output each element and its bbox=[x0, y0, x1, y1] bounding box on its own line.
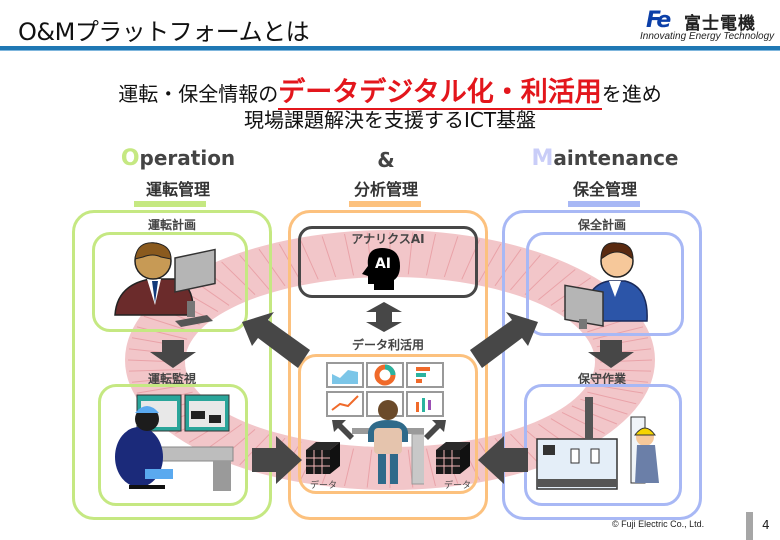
analytics-ai-label: アナリクスAI bbox=[351, 232, 425, 246]
analysis-panel bbox=[288, 210, 488, 520]
chart-line-icon bbox=[326, 391, 364, 417]
up-right-arrow-icon bbox=[424, 420, 446, 440]
ring-tick bbox=[538, 269, 576, 301]
ring-tick bbox=[344, 233, 355, 276]
headline-line2: 現場課題解決を支援するICT基盤 bbox=[243, 108, 537, 132]
analysis-amp: & bbox=[377, 148, 395, 172]
ring-tick bbox=[239, 254, 270, 291]
copyright: © Fuji Electric Co., Ltd. bbox=[612, 519, 705, 529]
ring-tick bbox=[599, 369, 652, 372]
ai-badge: AI bbox=[374, 256, 392, 272]
ring-tick bbox=[425, 233, 436, 276]
operator-at-pc-icon bbox=[114, 242, 216, 327]
operation-plan-label: 運転計画 bbox=[147, 218, 196, 232]
ring-tick bbox=[478, 243, 502, 283]
maintenance-heading: Maintenance bbox=[520, 146, 690, 171]
analysis-bar bbox=[349, 201, 421, 207]
operation-monitor-label: 運転監視 bbox=[147, 372, 196, 386]
analysis-subtitle: 分析管理 bbox=[353, 180, 418, 199]
ring-tick bbox=[596, 376, 649, 383]
headline-highlight: データデジタル化・利活用 bbox=[278, 77, 602, 110]
maintenance-rest: aintenance bbox=[553, 146, 679, 170]
footer-divider bbox=[746, 512, 753, 540]
ring-tick bbox=[299, 239, 319, 280]
maintenance-plan-card bbox=[526, 232, 684, 336]
data-label-right: データ bbox=[444, 481, 472, 491]
ring-tick bbox=[321, 236, 337, 278]
arrow-to-maintenance-icon bbox=[470, 312, 538, 368]
chart-candlestick-icon bbox=[406, 391, 444, 417]
maintenance-plan-label: 保全計画 bbox=[577, 218, 626, 232]
engineer-at-pc-icon bbox=[564, 242, 648, 329]
operation-plan-card bbox=[92, 232, 248, 332]
analytics-ai-card bbox=[298, 226, 478, 298]
data-utilization-card bbox=[298, 354, 478, 494]
ring-tick bbox=[128, 369, 181, 372]
dashboard-panels bbox=[326, 362, 444, 417]
analysis-heading: & bbox=[326, 148, 446, 172]
company-logo: Fe 富士電機 Innovating Energy Technology bbox=[640, 8, 776, 44]
ring-tick bbox=[221, 261, 256, 295]
arrow-from-maintenance-icon bbox=[478, 436, 528, 484]
data-cube-left-icon bbox=[306, 442, 340, 474]
ai-head-icon bbox=[362, 248, 400, 290]
ring-tick bbox=[344, 448, 355, 487]
ring-tick bbox=[561, 412, 605, 434]
data-label-left: データ bbox=[310, 481, 338, 491]
ring-tick bbox=[366, 449, 373, 488]
chart-bar-icon bbox=[406, 362, 444, 388]
fe-logo-icon: Fe bbox=[646, 8, 671, 33]
ring-tick bbox=[136, 326, 188, 340]
ring-tick bbox=[258, 248, 286, 287]
ring-band bbox=[125, 230, 655, 490]
analyst-at-desk-icon bbox=[352, 400, 424, 485]
ring-tick bbox=[425, 448, 436, 487]
ring-tick bbox=[587, 391, 637, 405]
ring-tick bbox=[443, 236, 459, 278]
maintenance-panel bbox=[502, 210, 702, 520]
down-arrow-icon-right bbox=[588, 340, 634, 368]
field-worker-machinery-icon bbox=[536, 397, 659, 490]
control-room-operator-icon bbox=[115, 394, 234, 491]
operation-cap: O bbox=[120, 146, 140, 171]
maintenance-bar bbox=[568, 201, 640, 207]
headline-prefix: 運転・保全情報の bbox=[118, 82, 279, 106]
arrow-to-operation-icon bbox=[242, 312, 310, 368]
bidirectional-arrow-icon bbox=[366, 302, 402, 332]
ring-tick bbox=[524, 261, 559, 295]
title-divider bbox=[0, 46, 780, 51]
maintenance-cap: M bbox=[531, 146, 554, 171]
chart-donut-icon bbox=[366, 362, 404, 388]
operation-rest: peration bbox=[139, 146, 236, 170]
operation-heading: Operation bbox=[118, 146, 238, 171]
data-utilization-label: データ利活用 bbox=[351, 338, 424, 352]
ring-tick bbox=[131, 376, 184, 383]
headline-line1: 運転・保全情報のデータデジタル化・利活用を進め bbox=[0, 70, 780, 110]
headline-suffix: を進め bbox=[601, 82, 662, 106]
maintenance-subtitle: 保全管理 bbox=[572, 180, 637, 199]
ring-tick bbox=[407, 232, 414, 275]
slide-title: O&Mプラットフォームとは bbox=[18, 18, 310, 46]
maintenance-work-label: 保守作業 bbox=[577, 372, 626, 386]
ring-tick bbox=[204, 423, 242, 451]
down-arrow-icon bbox=[150, 340, 196, 368]
operation-bar bbox=[134, 201, 206, 207]
company-name: 富士電機 bbox=[684, 14, 756, 34]
operation-monitor-card bbox=[98, 384, 248, 506]
maintenance-work-card bbox=[524, 384, 682, 506]
data-cube-right-icon bbox=[436, 442, 470, 474]
ring-tick bbox=[571, 405, 618, 425]
operation-panel bbox=[72, 210, 272, 520]
ring-tick bbox=[510, 254, 541, 291]
up-left-arrow-icon bbox=[332, 420, 354, 440]
page-number: 4 bbox=[762, 518, 770, 532]
arrow-from-operation-icon bbox=[252, 436, 302, 484]
operation-subtitle: 運転管理 bbox=[145, 180, 210, 199]
company-tagline: Innovating Energy Technology bbox=[640, 31, 775, 42]
chart-area-icon bbox=[326, 362, 364, 388]
ring-tick bbox=[494, 248, 522, 287]
